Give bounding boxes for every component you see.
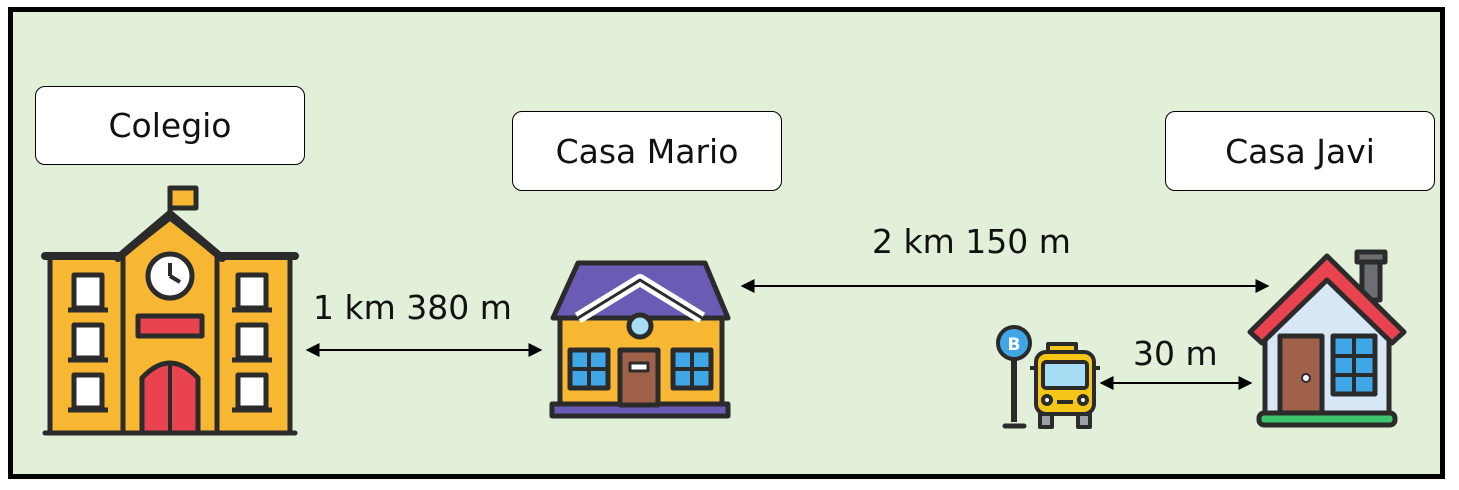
distance-mario-javi: 2 km 150 m: [872, 222, 1071, 261]
label-casa-javi: Casa Javi: [1165, 111, 1435, 191]
bus-stop-icon: [996, 325, 1032, 429]
house-javi-icon: [1247, 249, 1407, 428]
label-casa-mario-text: Casa Mario: [555, 131, 739, 171]
label-colegio: Colegio: [35, 86, 305, 165]
school-icon: [41, 185, 299, 436]
bus-icon: [1030, 342, 1100, 429]
label-casa-mario: Casa Mario: [512, 111, 782, 191]
distance-bus-javi: 30 m: [1133, 334, 1218, 373]
distance-colegio-mario: 1 km 380 m: [313, 288, 512, 327]
house-mario-icon: [549, 260, 731, 419]
bus-stop-letter: B: [1008, 335, 1021, 355]
label-colegio-text: Colegio: [108, 106, 232, 145]
label-casa-javi-text: Casa Javi: [1225, 131, 1375, 171]
